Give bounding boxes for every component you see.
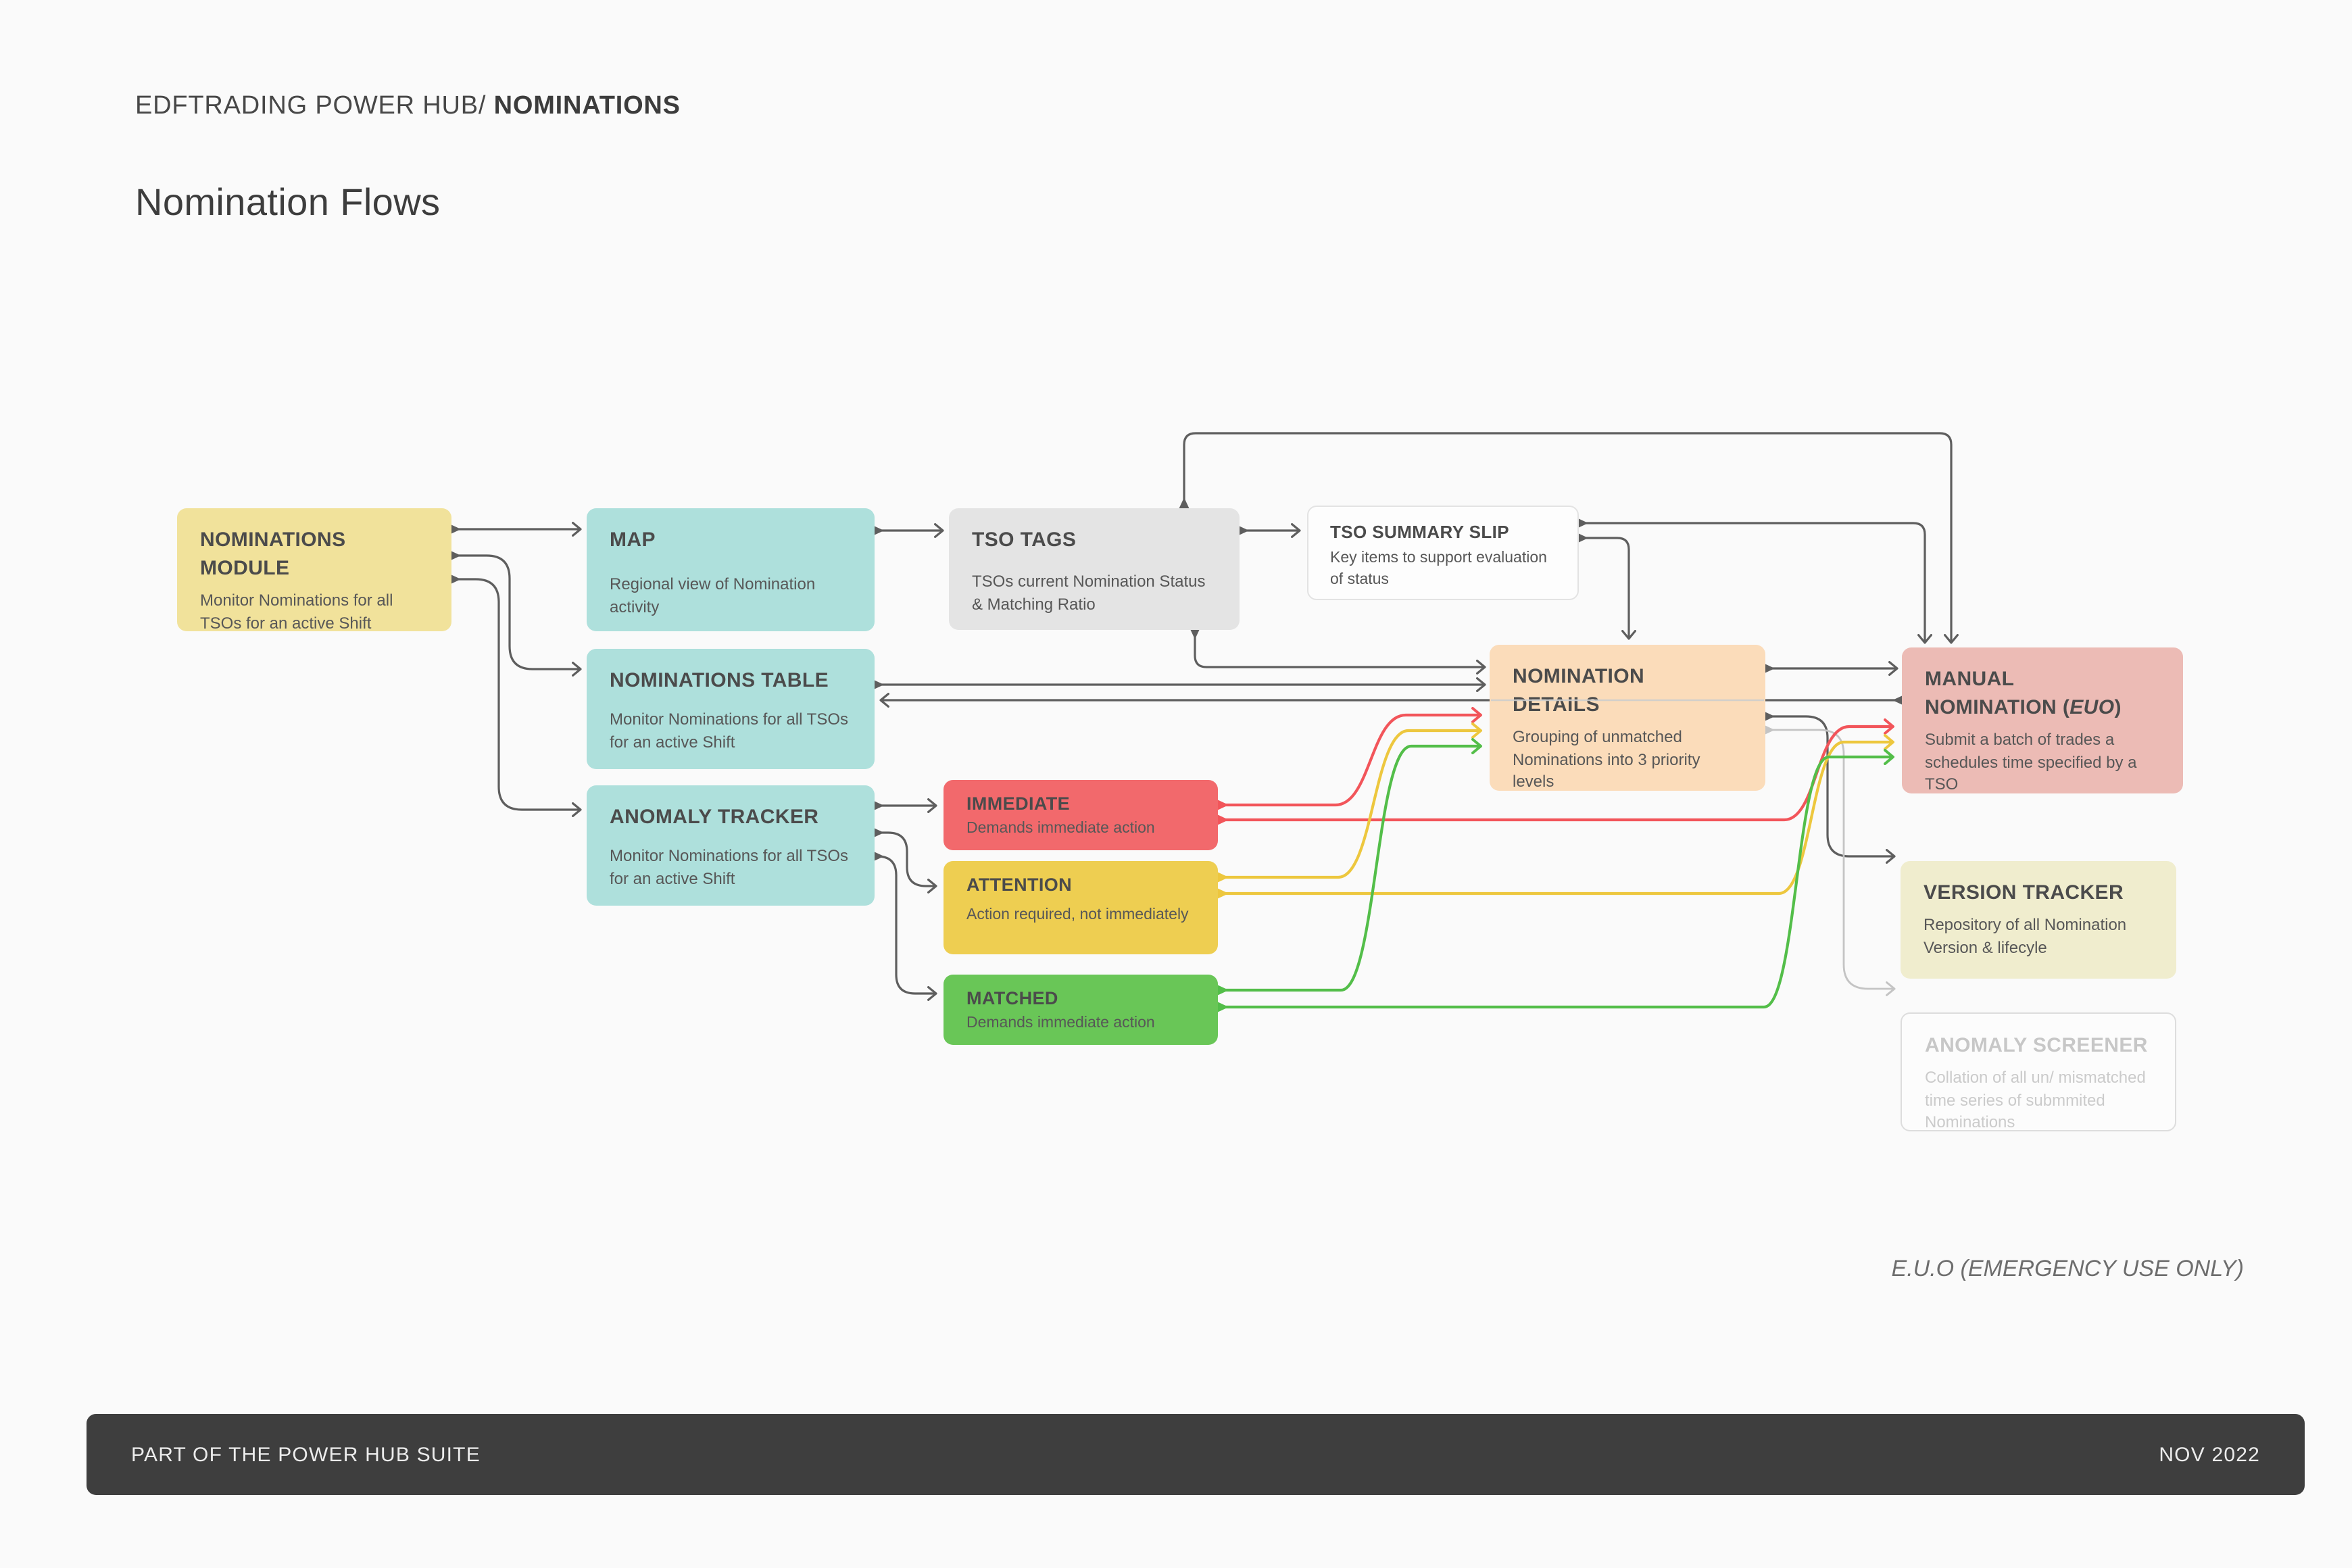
breadcrumb-section: NOMINATIONS [493,92,681,120]
node-nominations-module[interactable]: NOMINATIONS MODULE Monitor Nominations f… [177,508,451,632]
emergency-use-note: E.U.O (EMERGENCY USE ONLY) [1891,1256,2244,1281]
node-body: Demands immediate action [966,1015,1155,1031]
node-body: Action required, not immediately [966,907,1189,923]
node-body: Key items to support evaluation of statu… [1330,550,1547,587]
node-anomaly-tracker[interactable]: ANOMALY TRACKER Monitor Nominations for … [587,785,875,906]
node-body: Submit a batch of trades a schedules tim… [1925,730,2137,793]
node-title: TSO SUMMARY SLIP [1330,522,1509,542]
node-body: Collation of all un/ mismatched time ser… [1925,1068,2146,1131]
node-nomination-details[interactable]: NOMINATION DETAILS Grouping of unmatched… [1490,645,1765,791]
node-title: NOMINATIONS MODULE [200,529,346,580]
node-body: TSOs current Nomination Status & Matchin… [972,572,1206,613]
node-title: VERSION TRACKER [1924,881,2124,904]
node-tso-tags[interactable]: TSO TAGS TSOs current Nomination Status … [949,508,1240,630]
footer-right-text: NOV 2022 [2159,1443,2260,1466]
node-matched[interactable]: MATCHED Demands immediate action [944,975,1218,1045]
breadcrumb-prefix: EDFTRADING POWER HUB/ [135,92,494,120]
node-title: MANUAL NOMINATION (EUO) [1925,668,2122,719]
node-immediate[interactable]: IMMEDIATE Demands immediate action [944,780,1218,850]
node-tso-summary-slip[interactable]: TSO SUMMARY SLIP Key items to support ev… [1307,506,1579,600]
node-title: ATTENTION [966,875,1073,895]
node-attention[interactable]: ATTENTION Action required, not immediate… [944,861,1218,954]
node-body: Regional view of Nomination activity [610,574,816,616]
node-title: NOMINATIONS TABLE [610,669,829,692]
footer-bar: PART OF THE POWER HUB SUITE NOV 2022 [87,1414,2305,1495]
node-nominations-table[interactable]: NOMINATIONS TABLE Monitor Nominations fo… [587,649,875,769]
node-body: Monitor Nominations for all TSOs for an … [610,710,849,751]
node-title: NOMINATION DETAILS [1513,665,1645,716]
node-title: TSO TAGS [972,529,1077,552]
node-title: ANOMALY SCREENER [1925,1034,2148,1057]
node-body: Repository of all Nomination Version & l… [1924,915,2127,956]
node-title: ANOMALY TRACKER [610,806,819,829]
node-map[interactable]: MAP Regional view of Nomination activity [587,508,875,631]
euo-label: EUO [2069,696,2115,719]
node-title: MAP [610,529,656,552]
breadcrumb: EDFTRADING POWER HUB/ NOMINATIONS [135,92,681,122]
node-manual-nomination[interactable]: MANUAL NOMINATION (EUO) Submit a batch o… [1902,647,2183,793]
node-body: Monitor Nominations for all TSOs for an … [200,591,393,632]
footer-left-text: PART OF THE POWER HUB SUITE [131,1443,481,1466]
node-version-tracker[interactable]: VERSION TRACKER Repository of all Nomina… [1901,861,2176,979]
node-body: Monitor Nominations for all TSOs for an … [610,846,849,887]
node-body: Grouping of unmatched Nominations into 3… [1513,727,1700,791]
node-title: MATCHED [966,988,1058,1008]
node-anomaly-screener[interactable]: ANOMALY SCREENER Collation of all un/ mi… [1901,1012,2176,1131]
node-title: IMMEDIATE [966,793,1071,814]
page-title: Nomination Flows [135,181,441,223]
node-body: Demands immediate action [966,820,1155,837]
